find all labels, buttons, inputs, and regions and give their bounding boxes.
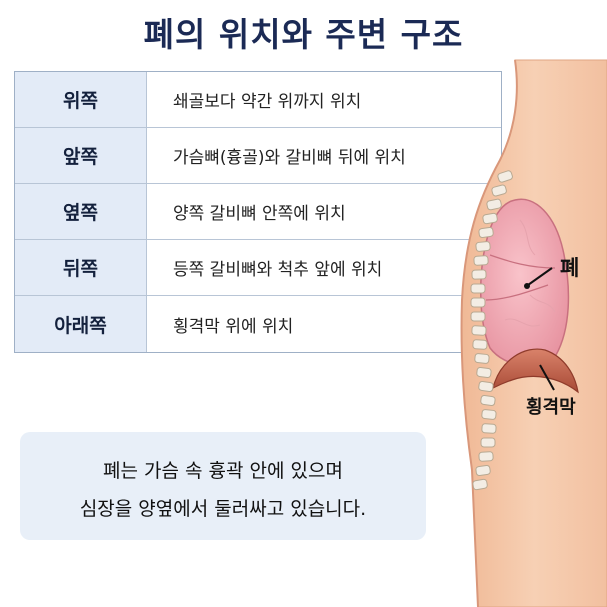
row-label: 앞쪽 [15, 128, 147, 183]
lung-label: 폐 [560, 256, 580, 280]
summary-note: 폐는 가슴 속 흉곽 안에 있으며 심장을 양옆에서 둘러싸고 있습니다. [20, 432, 426, 540]
row-value: 가슴뼈(흉골)와 갈비뼈 뒤에 위치 [173, 148, 406, 168]
row-label: 옆쪽 [15, 184, 147, 239]
position-table: 위쪽 쇄골보다 약간 위까지 위치 앞쪽 가슴뼈(흉골)와 갈비뼈 뒤에 위치 … [14, 71, 502, 353]
diaphragm-label: 횡격막 [526, 397, 576, 418]
note-line-1: 폐는 가슴 속 흉곽 안에 있으며 [103, 460, 343, 482]
spine [470, 170, 513, 491]
table-row: 뒤쪽 등쪽 갈비뼈와 척추 앞에 위치 [15, 240, 501, 296]
table-row: 앞쪽 가슴뼈(흉골)와 갈비뼈 뒤에 위치 [15, 128, 501, 184]
row-value: 양쪽 갈비뼈 안쪽에 위치 [173, 204, 346, 224]
table-row: 위쪽 쇄골보다 약간 위까지 위치 [15, 72, 501, 128]
lung-leader-line [527, 267, 553, 286]
row-value: 등쪽 갈비뼈와 척추 앞에 위치 [173, 260, 383, 280]
table-row: 아래쪽 횡격막 위에 위치 [15, 296, 501, 352]
row-value: 횡격막 위에 위치 [173, 316, 294, 337]
row-label: 아래쪽 [15, 296, 147, 352]
row-label: 뒤쪽 [15, 240, 147, 295]
page-title: 폐의 위치와 주변 구조 [143, 15, 464, 54]
row-value: 쇄골보다 약간 위까지 위치 [173, 92, 362, 112]
row-label: 위쪽 [15, 72, 147, 127]
note-line-2: 심장을 양옆에서 둘러싸고 있습니다. [79, 498, 367, 520]
diaphragm-shape [492, 348, 579, 394]
diaphragm-leader-line [539, 364, 555, 391]
table-row: 옆쪽 양쪽 갈비뼈 안쪽에 위치 [15, 184, 501, 240]
